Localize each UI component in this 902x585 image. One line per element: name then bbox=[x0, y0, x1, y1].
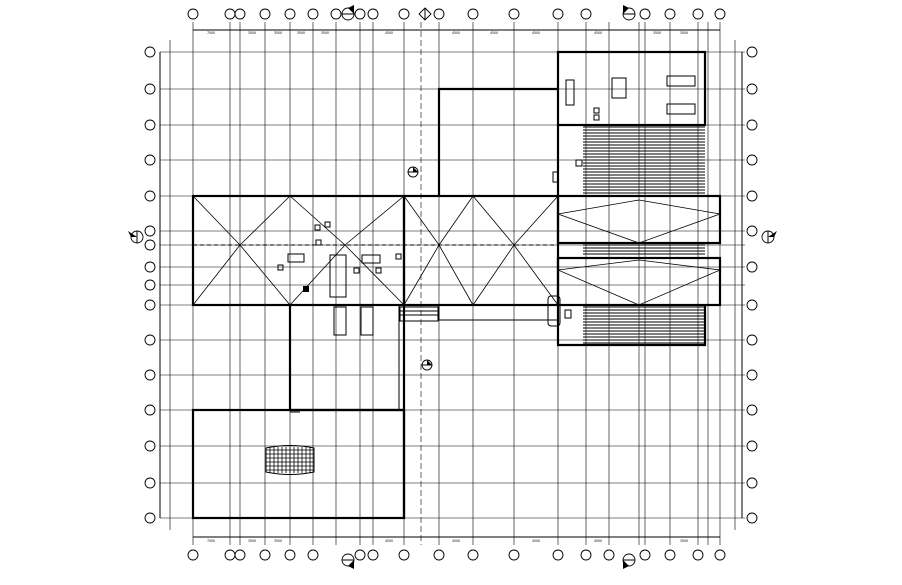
svg-text:3500: 3500 bbox=[297, 31, 305, 35]
stair-hatch-lower bbox=[583, 306, 705, 344]
svg-text:4500: 4500 bbox=[385, 31, 393, 35]
fixtures bbox=[277, 75, 696, 413]
roof-hip-lines bbox=[192, 195, 722, 306]
bottom-grid-bubbles bbox=[187, 549, 726, 561]
level-marker bbox=[407, 166, 419, 178]
svg-text:3500: 3500 bbox=[248, 539, 256, 543]
svg-text:3500: 3500 bbox=[321, 31, 329, 35]
dimension-text: 7500 3500 3500 3500 3500 4500 4500 4500 … bbox=[207, 31, 688, 543]
svg-text:7500: 7500 bbox=[207, 539, 215, 543]
svg-text:4500: 4500 bbox=[452, 539, 460, 543]
dimension-lines bbox=[159, 29, 743, 538]
svg-text:3500: 3500 bbox=[248, 31, 256, 35]
svg-text:3500: 3500 bbox=[653, 31, 661, 35]
section-marker bbox=[128, 230, 144, 244]
svg-text:4500: 4500 bbox=[532, 539, 540, 543]
svg-text:4500: 4500 bbox=[532, 31, 540, 35]
skylight-grid bbox=[265, 445, 315, 475]
right-grid-bubbles bbox=[746, 46, 758, 524]
stair-hatch-middle bbox=[583, 244, 705, 255]
svg-text:4500: 4500 bbox=[594, 31, 602, 35]
svg-text:7500: 7500 bbox=[207, 31, 215, 35]
svg-text:4500: 4500 bbox=[385, 539, 393, 543]
svg-text:4500: 4500 bbox=[452, 31, 460, 35]
vertical-grid-lines bbox=[169, 22, 736, 545]
section-markers bbox=[128, 5, 777, 569]
section-marker bbox=[341, 553, 355, 569]
svg-text:3500: 3500 bbox=[680, 31, 688, 35]
left-grid-bubbles bbox=[144, 46, 156, 524]
horizontal-grid-lines bbox=[160, 51, 745, 519]
section-marker bbox=[622, 5, 636, 21]
skylight-outline bbox=[265, 445, 315, 475]
svg-text:3500: 3500 bbox=[274, 31, 282, 35]
north-arrow bbox=[418, 7, 432, 21]
section-marker bbox=[341, 5, 355, 21]
section-marker bbox=[761, 230, 777, 244]
top-grid-bubbles bbox=[187, 8, 726, 20]
stair-hatch-upper bbox=[583, 126, 705, 194]
svg-text:3500: 3500 bbox=[680, 539, 688, 543]
level-marker bbox=[421, 359, 433, 371]
section-marker bbox=[622, 553, 636, 569]
svg-text:4500: 4500 bbox=[594, 539, 602, 543]
svg-text:4500: 4500 bbox=[490, 31, 498, 35]
svg-text:3500: 3500 bbox=[274, 539, 282, 543]
